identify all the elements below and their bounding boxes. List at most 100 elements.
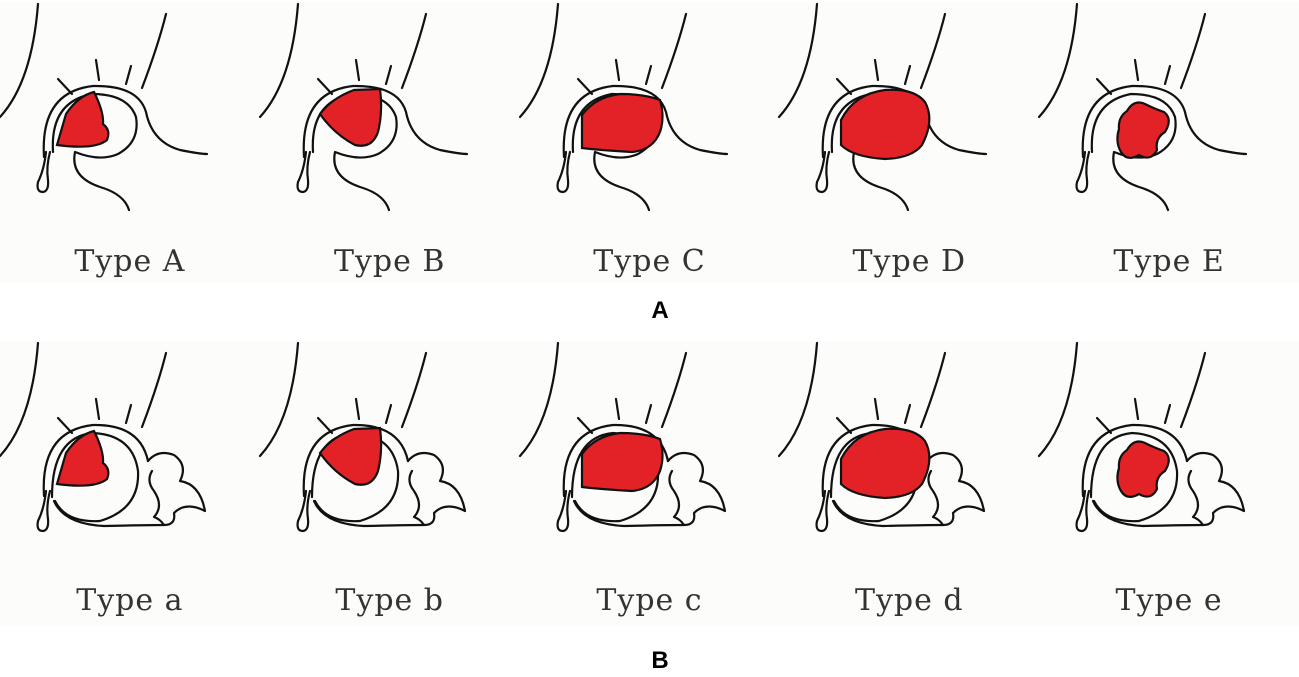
- diagram-type-e: Type e: [1038, 341, 1299, 626]
- bulb-illustration: [258, 2, 468, 212]
- drop-tail: [815, 489, 831, 533]
- lesion-small-wedge: [55, 90, 110, 148]
- drop-tail: [556, 489, 571, 533]
- spike-line: [1096, 77, 1113, 96]
- spike-line: [904, 64, 912, 86]
- vessel-wall: [1180, 351, 1207, 429]
- diagram-type-c: Type C: [518, 2, 780, 283]
- vessel-wall: [1180, 12, 1207, 90]
- drop-tail: [296, 489, 311, 533]
- diagram-type-b: Type B: [258, 2, 520, 283]
- vessel-wall: [920, 351, 947, 429]
- type-caption: Type c: [596, 583, 703, 618]
- diagram-type-e: Type E: [1038, 2, 1299, 283]
- type-caption: Type D: [852, 244, 967, 279]
- spike-line: [1164, 403, 1172, 425]
- spike-line: [874, 397, 880, 421]
- spike-line: [576, 77, 593, 96]
- outline-curve: [518, 341, 559, 458]
- bulb-illustration: [1038, 2, 1248, 212]
- vessel-wall: [400, 351, 427, 429]
- vessel-wall: [400, 12, 427, 90]
- bulb-illustration: [1038, 341, 1246, 533]
- bulb-illustration: [778, 341, 986, 533]
- type-caption: Type d: [854, 583, 964, 618]
- spike-line: [836, 77, 853, 96]
- diagram-type-d: Type D: [778, 2, 1039, 283]
- lesion-blob: [1116, 440, 1171, 498]
- outline-curve: [778, 2, 819, 119]
- type-caption: Type C: [593, 244, 706, 279]
- spike-line: [1134, 397, 1140, 421]
- spike-line: [316, 416, 333, 435]
- vessel-wall: [660, 351, 687, 429]
- outline-curve: [0, 341, 40, 458]
- vessel-wall: [140, 351, 168, 429]
- type-caption: Type A: [74, 244, 186, 279]
- diagram-type-a: Type A: [0, 2, 260, 283]
- spike-line: [354, 397, 360, 421]
- type-caption: Type a: [76, 583, 184, 618]
- bulb-illustration: [518, 2, 728, 212]
- spike-line: [644, 64, 652, 86]
- drop-tail: [296, 150, 311, 194]
- outline-curve: [258, 2, 299, 119]
- spike-line: [644, 403, 652, 425]
- panel-b: Type a Type b Type c Type d Type e: [0, 341, 1299, 626]
- type-caption: Type B: [333, 244, 446, 279]
- outline-curve: [778, 341, 819, 458]
- outline-curve: [258, 341, 299, 458]
- spike-line: [94, 58, 101, 82]
- drop-tail: [1075, 489, 1091, 533]
- spike-line: [1096, 416, 1113, 435]
- outline-curve: [518, 2, 559, 119]
- spike-line: [614, 58, 620, 82]
- drop-tail: [556, 150, 571, 194]
- spike-line: [1164, 64, 1172, 86]
- vessel-wall: [660, 12, 687, 90]
- diagram-type-d: Type d: [778, 341, 1039, 626]
- spike-line: [384, 64, 392, 86]
- panel-label-b: B: [651, 647, 669, 674]
- lesion-full-fill: [840, 427, 931, 500]
- spike-line: [836, 416, 853, 435]
- type-caption: Type E: [1113, 244, 1225, 279]
- diagram-type-a: Type a: [0, 341, 260, 626]
- panel-label-a: A: [651, 297, 669, 324]
- spike-line: [576, 416, 593, 435]
- lesion-small-wedge: [55, 429, 110, 487]
- lesion-half-fill: [580, 431, 664, 493]
- drop-tail: [36, 150, 52, 194]
- spike-line: [94, 397, 101, 421]
- lesion-tall-wedge: [318, 87, 383, 147]
- spike-line: [904, 403, 912, 425]
- vessel-wall: [920, 12, 947, 90]
- bulb-illustration: [0, 341, 207, 533]
- spike-line: [384, 403, 392, 425]
- outline-curve: [1038, 2, 1079, 119]
- drop-tail: [1075, 150, 1091, 194]
- spike-line: [124, 403, 133, 425]
- spike-line: [56, 416, 74, 435]
- spike-line: [354, 58, 360, 82]
- bulb-illustration: [258, 341, 466, 533]
- drop-tail: [36, 489, 52, 533]
- bulb-illustration: [778, 2, 988, 212]
- spike-line: [124, 64, 133, 86]
- spike-line: [614, 397, 620, 421]
- spike-line: [874, 58, 880, 82]
- spike-line: [56, 77, 74, 96]
- bulb-illustration: [518, 341, 726, 533]
- lesion-tall-wedge: [318, 426, 383, 486]
- type-caption: Type e: [1115, 583, 1223, 618]
- type-caption: Type b: [335, 583, 445, 618]
- lesion-half-fill: [580, 92, 664, 154]
- lesion-full-fill: [840, 88, 931, 161]
- outline-curve: [0, 2, 40, 119]
- lesion-blob: [1116, 101, 1171, 159]
- panel-a: Type A Type B Type C Type D Type E: [0, 2, 1299, 283]
- bulb-illustration: [0, 2, 209, 212]
- drop-tail: [815, 150, 831, 194]
- spike-line: [316, 77, 333, 96]
- diagram-type-c: Type c: [518, 341, 780, 626]
